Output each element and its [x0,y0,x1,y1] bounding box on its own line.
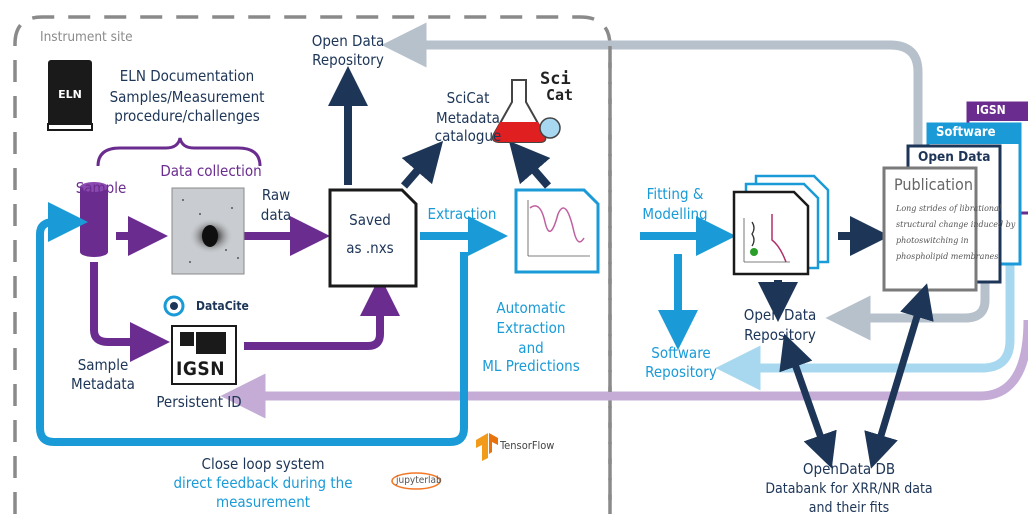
jupyter-icon [391,472,441,490]
stack-software-label: Software [936,125,996,140]
sample-to-igsn-arrow [90,262,170,362]
scicat-line1: SciCat [446,89,490,107]
opendata-db-title: OpenData DB [802,460,896,478]
pub-text-4: phospholipid membranes [896,252,999,261]
scicat-line2: Metadata [436,109,500,127]
datacite-name: DataCite [196,299,249,313]
scicat-line3: catalogue [434,127,502,145]
tensorflow-label: TensorFlow [500,439,555,452]
jupyter-label: jupyterlab [396,475,442,486]
grey-return-arrow-2 [825,270,990,341]
automatic-line4: ML Predictions [482,357,580,375]
eln-line3: procedure/challenges [114,107,260,125]
software-repo-line1: Software [651,344,711,362]
stack-publication-label: Publication [894,175,973,194]
igsn-logo [171,325,237,385]
fitting-line2: Modelling [642,205,708,223]
tensorflow-icon [476,433,498,461]
persistent-id-label: Persistent ID [156,393,242,411]
open-repo-top-line2: Repository [312,51,384,69]
close-loop-arrow [36,202,468,446]
eln-line2: Samples/Measurement [109,88,265,106]
sample-metadata-line2: Metadata [71,375,135,393]
eln-book-icon: ELN [47,60,93,131]
svg-text:Sci: Sci [540,69,571,89]
automatic-line1: Automatic [496,299,566,317]
saved-line2: as .nxs [346,239,394,257]
igsn-to-saved-arrow [244,276,400,350]
raw-data-line2: data [260,206,292,224]
close-loop-line3: measurement [215,493,311,511]
scicat-logo: Sci Cat [491,69,573,143]
grey-return-arrow [381,22,923,162]
pub-text-2: structural change induced by [896,220,1016,229]
extraction-to-scicat-arrow [508,140,552,189]
sample-label: Sample [75,179,127,197]
extraction-plot-document [514,188,600,274]
opendata-db-line3: and their fits [808,500,890,516]
fitting-line1: Fitting & [646,185,704,203]
publication-stack [882,101,1028,292]
igsn-logo-text: IGSN [176,358,225,380]
extraction-label: Extraction [427,205,497,223]
stack-igsn-label: IGSN [976,103,1006,117]
stack-opendata-label: Open Data [918,149,991,165]
data-collection-label: Data collection [160,162,262,180]
lightpurple-return-arrow [220,319,1028,419]
close-loop-line2: direct feedback during the [173,474,353,492]
eln-title: ELN Documentation [119,67,255,85]
open-repo-mid-line2: Repository [744,326,816,344]
pub-text-1: Long strides of librational [896,204,1002,213]
eln-brace [96,137,262,167]
detector-image [171,187,245,275]
saved-to-scicat-arrow [400,140,444,189]
opendata-db-line2: Databank for XRR/NR data [765,481,933,497]
instrument-site-label: Instrument site [40,29,133,45]
svg-text:Cat: Cat [546,86,573,104]
saved-nxs-document [328,188,418,288]
raw-data-line1: Raw [261,186,291,204]
open-repo-top-line1: Open Data [311,32,385,50]
fit-documents-stack [732,174,830,276]
open-repo-mid-line1: Open Data [743,306,817,324]
db-to-publication-arrow [864,283,934,469]
software-repo-line2: Repository [645,363,717,381]
close-loop-line1: Close loop system [201,455,325,473]
saved-line1: Saved [349,211,391,229]
pub-text-3: photoswitching in [896,236,969,245]
db-to-repository-arrow [779,333,837,469]
svg-text:ELN: ELN [58,88,82,101]
automatic-line3: and [518,339,544,357]
automatic-line2: Extraction [496,319,566,337]
sample-metadata-line1: Sample [77,356,129,374]
lightblue-return-arrow [715,260,1015,391]
datacite-icon [163,295,185,317]
instrument-site-boundary [13,15,612,514]
